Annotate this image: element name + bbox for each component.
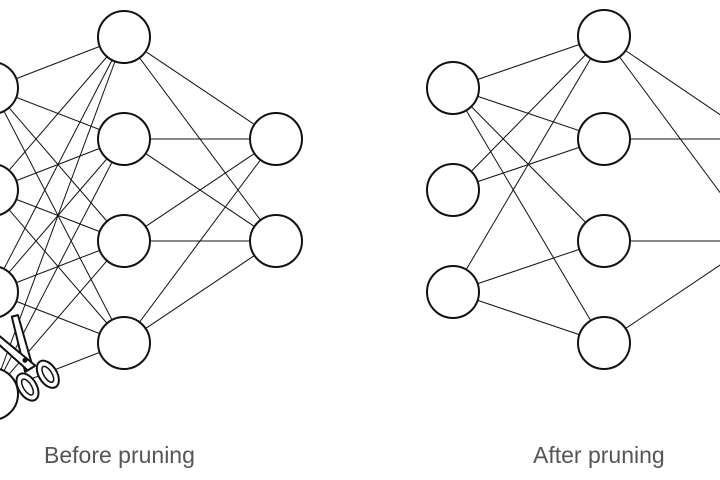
after-input-node xyxy=(426,163,480,217)
after-nodes xyxy=(426,9,631,370)
after-input-node xyxy=(426,265,480,319)
after-edge xyxy=(603,264,720,344)
after-input-node xyxy=(426,61,480,115)
before-input-node xyxy=(0,368,19,420)
before-input-node xyxy=(0,164,19,216)
before-hidden-node xyxy=(97,112,151,166)
before-hidden-node xyxy=(97,316,151,370)
before-hidden-node xyxy=(97,214,151,268)
before-edge xyxy=(0,96,125,242)
after-hidden-node xyxy=(577,112,631,166)
after-hidden-node xyxy=(577,9,631,63)
before-nodes xyxy=(0,10,303,420)
before-output-node xyxy=(249,214,303,268)
before-edge xyxy=(0,36,125,374)
after-hidden-node xyxy=(577,214,631,268)
after-edge xyxy=(603,35,720,116)
before-edge xyxy=(123,138,277,242)
before-edge xyxy=(123,240,277,344)
after-pruning-caption: After pruning xyxy=(533,442,665,468)
after-hidden-node xyxy=(577,316,631,370)
before-edge xyxy=(0,240,125,386)
before-edge xyxy=(0,36,125,182)
scissors-icon xyxy=(0,314,60,402)
before-edge xyxy=(123,36,277,140)
before-input-node xyxy=(0,62,19,114)
after-edge xyxy=(452,35,605,191)
before-edge xyxy=(0,138,125,284)
before-pruning-caption: Before pruning xyxy=(44,442,195,468)
before-input-node xyxy=(0,266,19,318)
after-edges xyxy=(452,35,720,344)
before-edge xyxy=(0,36,125,278)
after-edge xyxy=(452,35,605,293)
before-edge xyxy=(123,138,277,344)
before-output-node xyxy=(249,112,303,166)
after-edge xyxy=(452,87,605,344)
before-hidden-node xyxy=(97,10,151,64)
